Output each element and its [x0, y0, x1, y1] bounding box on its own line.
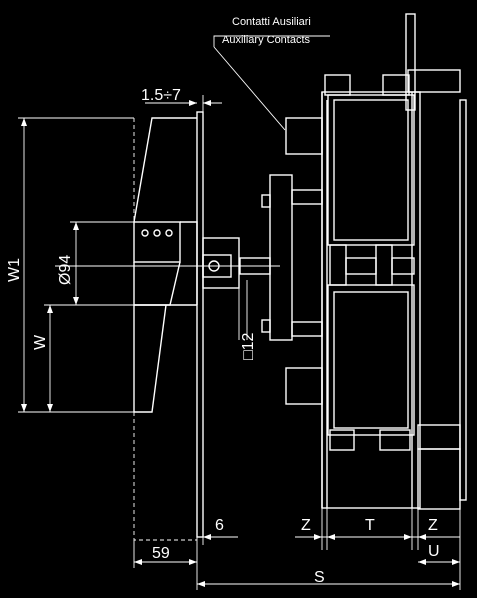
s-label: S: [314, 569, 325, 586]
w1-outline: [133, 118, 197, 541]
label-bracket: [213, 35, 330, 47]
label-auxiliary-contacts: Auxiliary Contacts: [222, 34, 311, 46]
switch-body: [321, 69, 467, 510]
d59-label: 59: [152, 545, 170, 562]
z2-label: Z: [428, 517, 438, 534]
handle-base: [202, 237, 240, 289]
gap-label: 1.5÷7: [141, 87, 181, 104]
rotor-tab-top: [261, 194, 271, 208]
aux-contacts-leader-line: [213, 46, 286, 131]
u-label: U: [428, 543, 440, 560]
aux-contact-bottom: [285, 367, 323, 405]
rotor-tab-bottom: [261, 319, 271, 333]
rotor-bracket-bottom: [291, 321, 323, 337]
top-rod: [405, 13, 416, 111]
w1-label: W1: [6, 258, 23, 282]
rotor-bracket-top: [291, 189, 323, 205]
z1-label: Z: [301, 517, 311, 534]
rotor-disk: [269, 174, 293, 341]
label-contatti-ausiliari: Contatti Ausiliari: [232, 16, 311, 28]
aux-contact-top: [285, 117, 323, 155]
t-label: T: [365, 517, 375, 534]
sq12-label: □12: [240, 332, 257, 360]
d6-label: 6: [215, 517, 224, 534]
w-label: W: [32, 334, 49, 350]
rotary-handle: [133, 117, 198, 413]
door-panel: [196, 111, 204, 538]
dimension-arrows: [21, 100, 460, 587]
dia94-label: Ø94: [57, 255, 74, 285]
